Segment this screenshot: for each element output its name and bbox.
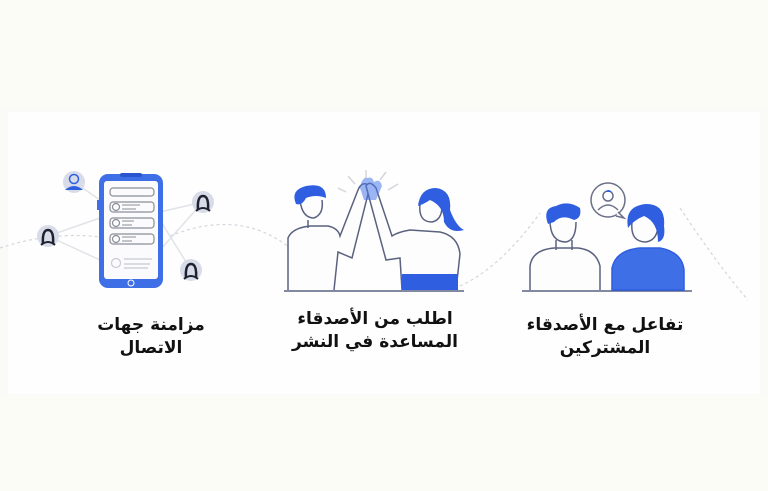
feature-title: اطلب من الأصدقاء المساعدة في النشر [270, 308, 480, 354]
feature-title-line1: اطلب من الأصدقاء [297, 309, 453, 329]
feature-title-line1: مزامنة جهات [97, 315, 205, 335]
feature-title-line1: تفاعل مع الأصدقاء [526, 315, 684, 335]
contact-avatar-1 [63, 171, 85, 193]
feature-sync-contacts: مزامنة جهات الاتصال [20, 160, 240, 358]
friends-chat-icon [522, 182, 692, 292]
feature-title-line2: الاتصال [119, 338, 183, 358]
feature-ask-friends: اطلب من الأصدقاء المساعدة في النشر [280, 170, 470, 352]
feature-title-line2: المشتركين [559, 338, 651, 358]
feature-title-line2: المساعدة في النشر [292, 332, 458, 352]
feature-title: مزامنة جهات الاتصال [20, 314, 282, 360]
feature-interact-friends: تفاعل مع الأصدقاء المشتركين [520, 178, 695, 358]
phone-contacts-icon [37, 171, 214, 288]
high-five-icon [284, 170, 464, 292]
feature-title: تفاعل مع الأصدقاء المشتركين [500, 314, 710, 360]
chat-bubble-icon [590, 182, 627, 220]
contact-avatar-2 [37, 225, 59, 247]
contact-avatar-4 [180, 259, 202, 281]
contact-avatar-3 [192, 191, 214, 213]
